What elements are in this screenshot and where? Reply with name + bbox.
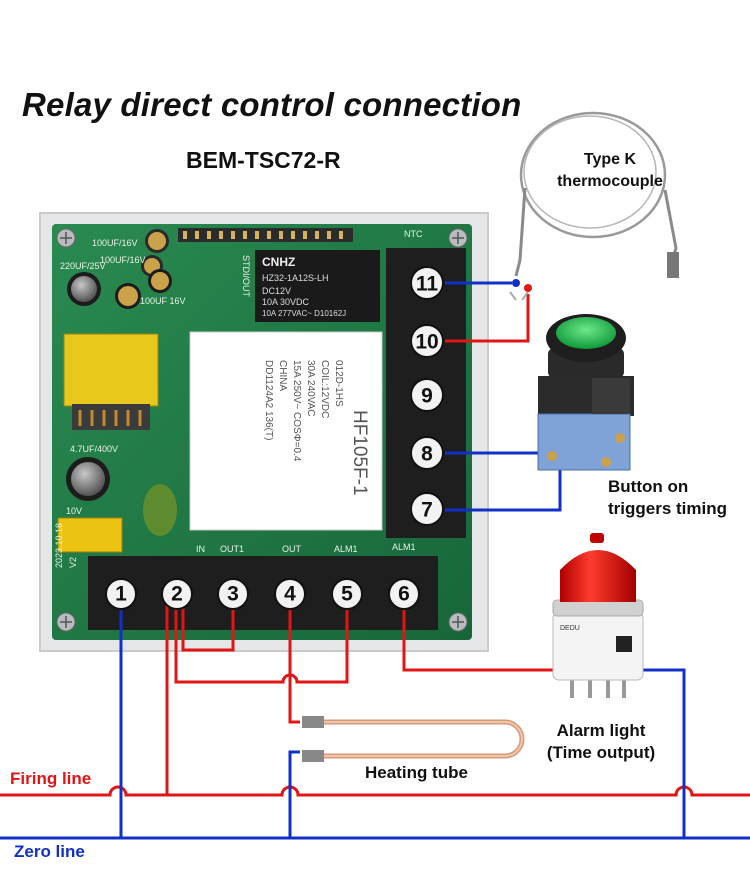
wire-t2-t3: [181, 594, 235, 652]
terminal-9: 9: [410, 378, 444, 412]
heating-tube-icon: [302, 716, 525, 762]
svg-text:HZ32-1A12S-LH: HZ32-1A12S-LH: [262, 273, 329, 283]
svg-text:10A 30VDC: 10A 30VDC: [262, 297, 310, 307]
diagram-title: Relay direct control connection: [22, 86, 522, 123]
svg-text:6: 6: [398, 583, 410, 606]
svg-text:8: 8: [421, 443, 433, 466]
svg-text:30A 240VAC: 30A 240VAC: [305, 360, 316, 417]
transformer: [63, 333, 159, 407]
svg-text:2023.10.18: 2023.10.18: [54, 523, 64, 568]
terminal-7: 7: [410, 492, 444, 526]
svg-text:11: 11: [416, 273, 439, 296]
svg-text:IN: IN: [196, 544, 205, 554]
cap-label: 4.7UF/400V: [70, 444, 118, 454]
model-label: BEM-TSC72-R: [186, 147, 341, 173]
wire-t4-heater: [288, 594, 300, 724]
cap-label: 100UF/16V: [100, 255, 146, 265]
svg-text:V2: V2: [68, 557, 78, 568]
terminal-10: 10: [410, 324, 444, 358]
svg-text:OUT1: OUT1: [220, 544, 244, 554]
alarm-light-icon: DEDU: [552, 533, 644, 698]
alarm-light-label: Alarm light (Time output): [546, 721, 656, 762]
svg-text:10: 10: [415, 331, 438, 354]
svg-text:STDI/OUT: STDI/OUT: [241, 255, 251, 298]
button-label: Button on triggers timing: [608, 477, 728, 518]
cap-label: 100UF 16V: [140, 296, 186, 306]
svg-text:CNHZ: CNHZ: [262, 255, 295, 269]
firing-line: [0, 785, 750, 797]
small-relay: [255, 250, 380, 322]
svg-text:CHINA: CHINA: [277, 360, 288, 391]
svg-text:1: 1: [115, 583, 127, 606]
svg-text:3: 3: [227, 583, 239, 606]
cap-label: 220UF/25V: [60, 261, 106, 271]
component-label: 10V: [66, 506, 82, 516]
terminal-5: 5: [331, 578, 363, 610]
svg-text:7: 7: [421, 499, 433, 522]
svg-text:DEDU: DEDU: [560, 625, 580, 632]
bottom-terminal-block: [88, 556, 438, 630]
transformer-core: [72, 404, 150, 430]
svg-text:ALM1: ALM1: [334, 544, 358, 554]
wire-heater-zero: [288, 750, 300, 838]
svg-text:OUT: OUT: [282, 544, 302, 554]
svg-text:DD1124A2 136(T): DD1124A2 136(T): [263, 360, 274, 440]
pin-header: [178, 228, 353, 242]
thermocouple-icon: [509, 111, 679, 301]
varistor: [143, 484, 177, 536]
svg-text:2: 2: [171, 583, 183, 606]
terminal-1: 1: [105, 578, 137, 610]
terminal-6: 6: [388, 578, 420, 610]
svg-text:NTC: NTC: [404, 229, 423, 239]
x-capacitor: [57, 517, 123, 553]
cap-label: 100UF/16V: [92, 238, 138, 248]
svg-text:HF105F-1: HF105F-1: [349, 410, 370, 496]
svg-text:15A 250V~ COSΦ=0.4: 15A 250V~ COSΦ=0.4: [291, 360, 302, 462]
svg-text:4: 4: [284, 583, 296, 606]
firing-line-label: Firing line: [10, 769, 92, 788]
zero-line-label: Zero line: [14, 842, 85, 861]
wire-t7-button: [445, 470, 562, 512]
terminal-8: 8: [410, 436, 444, 470]
svg-text:5: 5: [341, 583, 353, 606]
heating-tube-label: Heating tube: [365, 763, 468, 782]
svg-text:012D-1HS: 012D-1HS: [333, 360, 344, 407]
terminal-3: 3: [217, 578, 249, 610]
terminal-2: 2: [161, 578, 193, 610]
capacitors: [66, 229, 172, 501]
main-relay: [189, 331, 383, 531]
thermocouple-label: Type K thermocouple: [557, 151, 663, 190]
main-relay-printing: 012D-1HS COIL:12VDC 30A 240VAC 15A 250V~…: [263, 360, 370, 496]
svg-text:9: 9: [421, 385, 433, 408]
wire-t6-alarm: [402, 594, 560, 672]
terminal-11: 11: [410, 266, 444, 300]
svg-text:ALM1: ALM1: [392, 542, 416, 552]
svg-text:DC12V: DC12V: [262, 286, 291, 296]
svg-text:COIL:12VDC: COIL:12VDC: [319, 360, 330, 418]
terminal-4: 4: [274, 578, 306, 610]
svg-text:10A 277VAC~ D10162J: 10A 277VAC~ D10162J: [262, 309, 346, 318]
wire-t10-thermo: [445, 294, 530, 343]
push-button-icon: [537, 314, 634, 471]
